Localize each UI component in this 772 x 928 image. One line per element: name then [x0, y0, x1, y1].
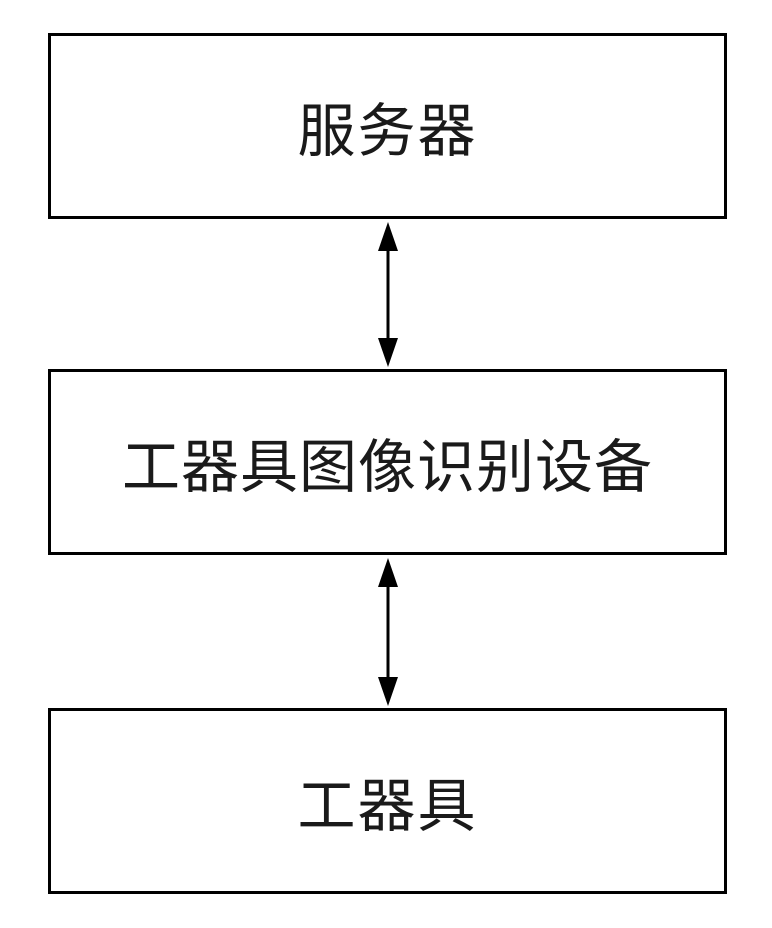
- arrowhead-up-icon: [378, 222, 398, 251]
- edge-device-tool: [378, 558, 398, 706]
- arrowhead-down-icon: [378, 338, 398, 367]
- arrowhead-up-icon: [378, 558, 398, 587]
- arrowhead-down-icon: [378, 677, 398, 706]
- edge-server-device: [378, 222, 398, 367]
